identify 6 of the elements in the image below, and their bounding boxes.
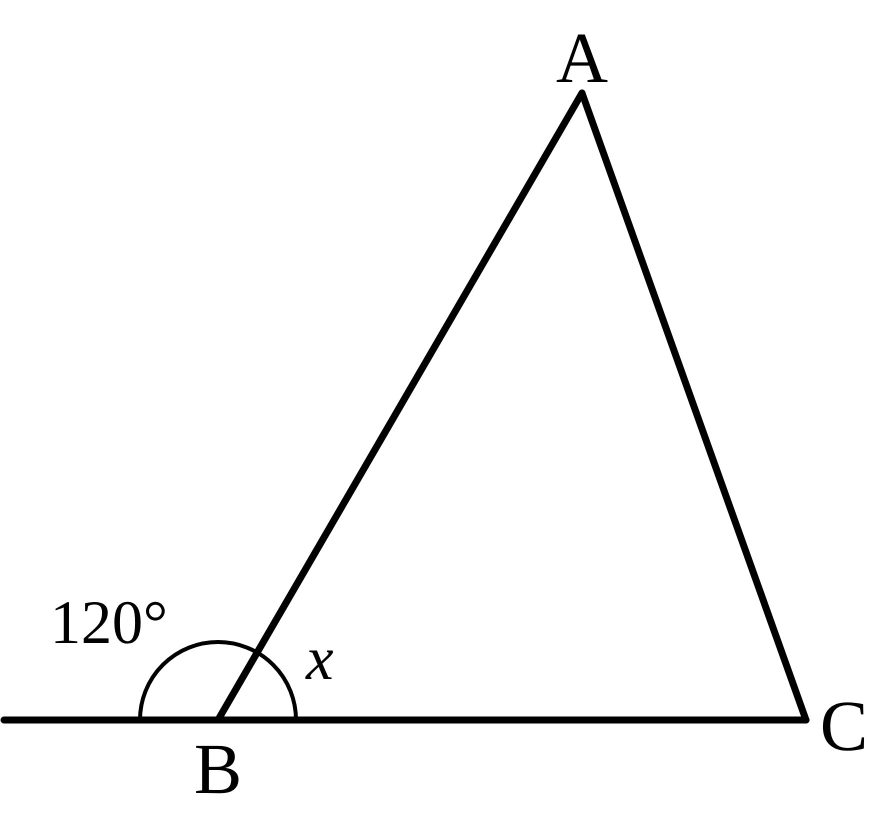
vertex-label: A [545,22,619,93]
vertex-label: B [182,733,254,805]
angle-label: 120° [50,592,168,654]
angle-variable: x [306,628,334,690]
triangle-side [578,90,810,724]
vertex-label: C [810,690,878,762]
